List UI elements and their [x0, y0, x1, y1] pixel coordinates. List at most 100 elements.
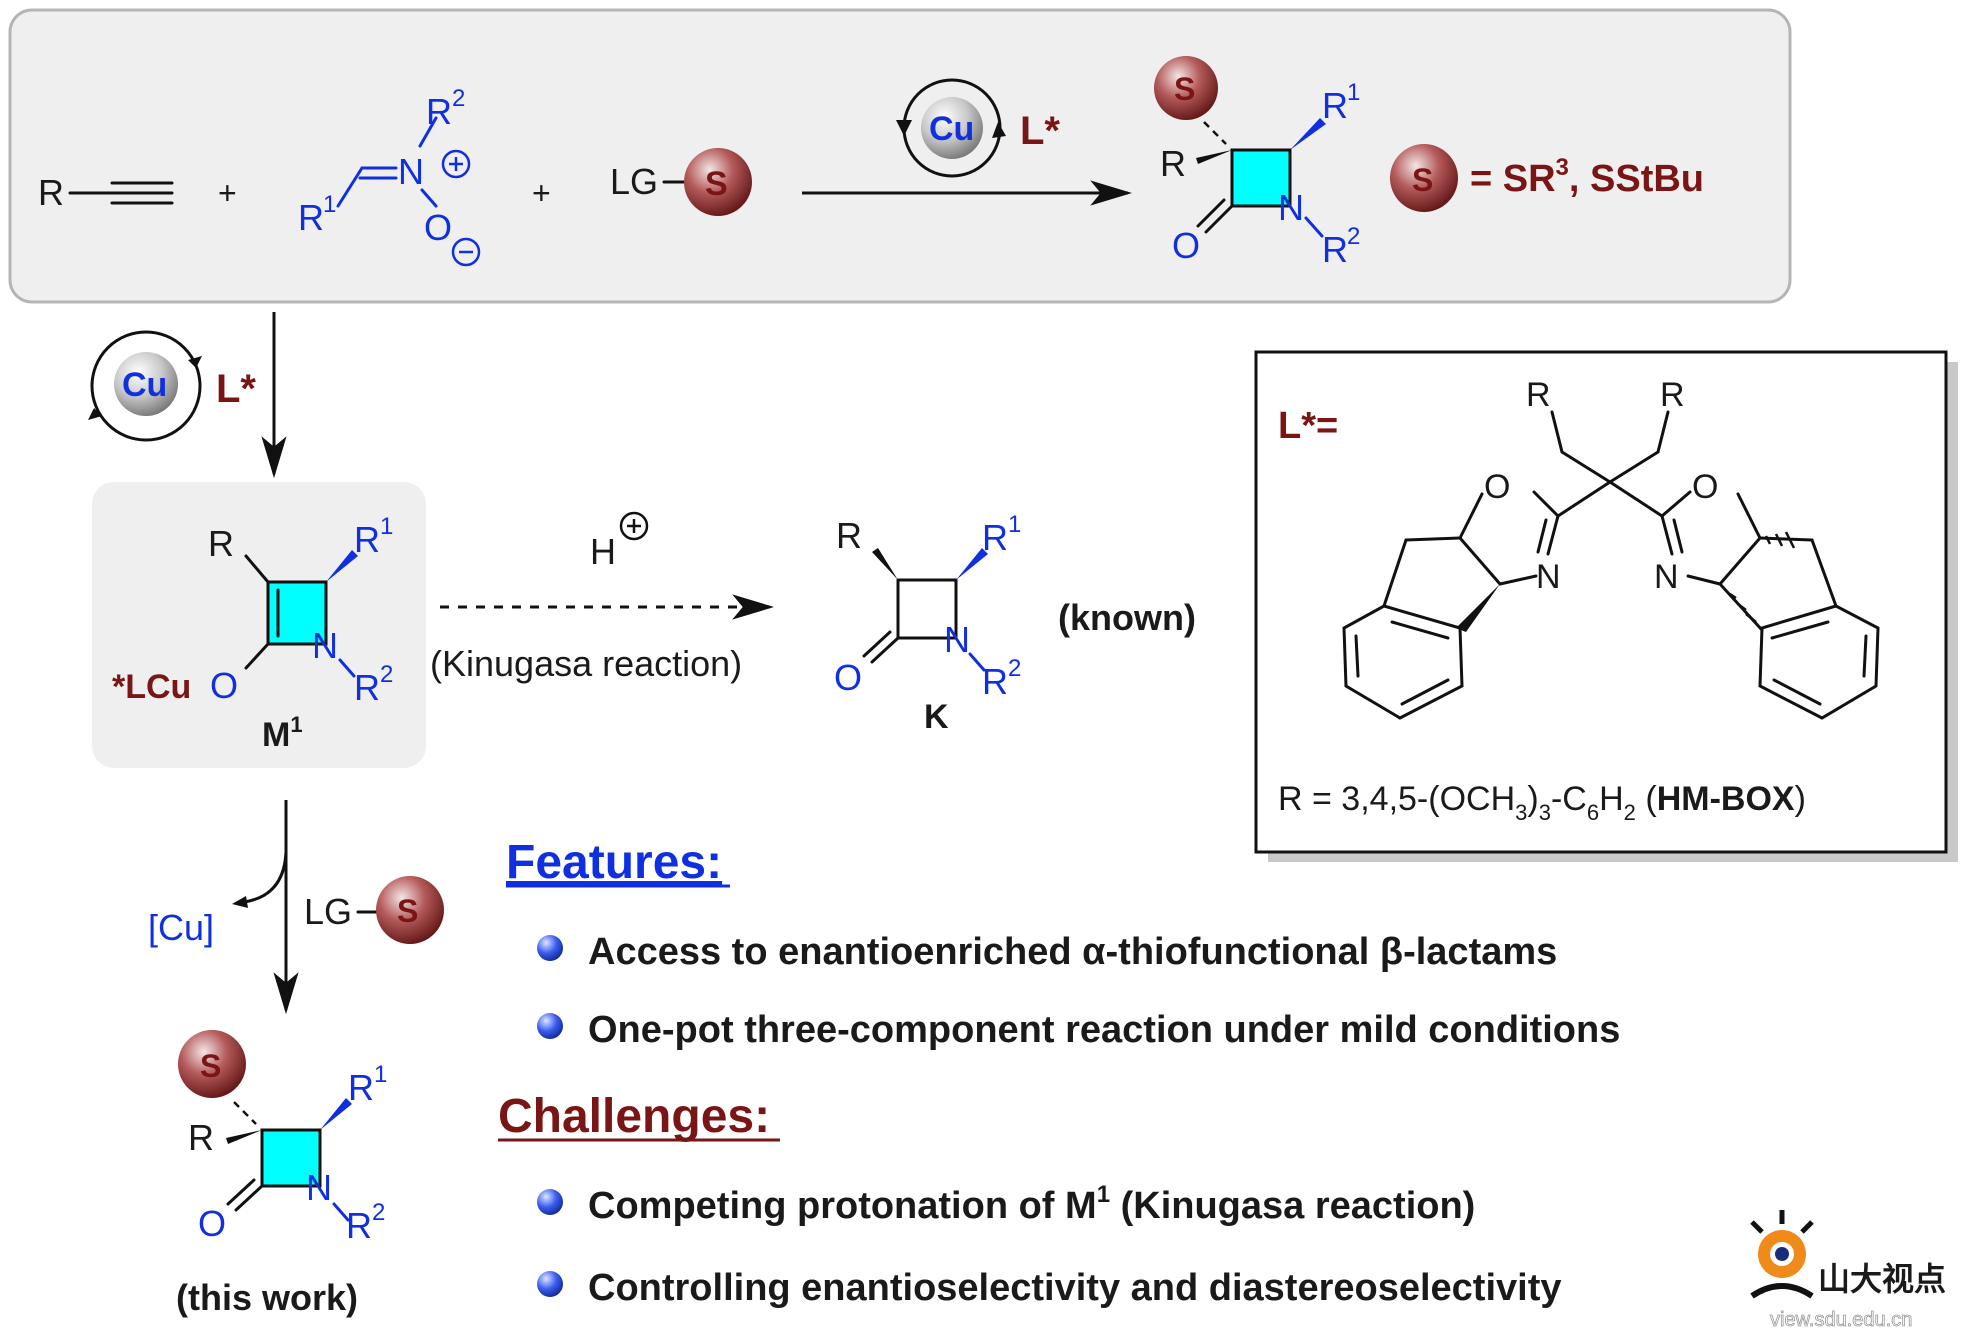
s-badge-label: S	[1412, 162, 1433, 198]
feature-item-2: One-pot three-component reaction under m…	[588, 1009, 1620, 1051]
product-o: O	[1172, 225, 1200, 266]
s-badge-label: S	[397, 893, 418, 929]
watermark-logo-icon	[1750, 1210, 1814, 1299]
tw-r1: R	[348, 1067, 374, 1108]
challenges-heading: Challenges:	[498, 1090, 770, 1143]
s-badge-icon	[1390, 144, 1458, 212]
s-badge-label: S	[200, 1048, 221, 1084]
s-definition: S = SR3, SStBu	[1390, 144, 1704, 212]
h-plus-label: H	[590, 531, 616, 572]
watermark-url: view.sdu.edu.cn	[1770, 1309, 1912, 1331]
k-o: O	[834, 657, 862, 698]
s-definition-text: = SR3, SStBu	[1470, 154, 1704, 200]
cu-sphere-icon	[114, 352, 178, 416]
nitrone: R 1 N R 2 O	[298, 85, 481, 267]
m1-o: O	[210, 665, 238, 706]
features-section: Features: Access to enantioenriched α-th…	[506, 836, 1620, 1051]
plus-sign-1: +	[218, 175, 237, 211]
m1-r2-sup: 2	[380, 661, 393, 688]
product-r: R	[1160, 143, 1186, 184]
s-badge-icon	[376, 876, 444, 944]
product-k: R R 1 N R 2 O K (known)	[834, 511, 1196, 736]
known-note: (known)	[1058, 597, 1196, 638]
ligand-r-right: R	[1660, 376, 1685, 414]
s-badge-icon	[178, 1030, 246, 1098]
challenges-section: Challenges: Competing protonation of M1 …	[498, 1090, 1562, 1309]
ligand-n-right: N	[1654, 558, 1679, 596]
cu-label: Cu	[122, 366, 167, 404]
nitrone-r2: R	[426, 91, 452, 132]
reaction-panel: R + R 1 N R 2 O + L	[8, 8, 1792, 304]
m1-r1: R	[354, 519, 380, 560]
m1-r1-sup: 1	[380, 513, 393, 540]
nitrone-n: N	[398, 151, 424, 192]
challenge-item-1: Competing protonation of M1 (Kinugasa re…	[588, 1181, 1475, 1227]
bullet-icon	[537, 1189, 563, 1215]
product-r1: R	[1322, 85, 1348, 126]
m1-label: M1	[262, 712, 303, 754]
k-label: K	[924, 698, 949, 736]
m1-n: N	[312, 625, 338, 666]
intermediate-m1: R R 1 N R 2 *LCu O M1	[92, 482, 426, 768]
k-r: R	[836, 515, 862, 556]
kinugasa-label: (Kinugasa reaction)	[430, 643, 742, 684]
feature-item-1: Access to enantioenriched α-thiofunction…	[588, 931, 1557, 973]
product-this-work: S R R 1 N R 2 O (this work)	[176, 1030, 387, 1318]
cu-label: Cu	[929, 110, 974, 148]
lg-label-2: LG	[304, 891, 352, 932]
cu-catalyst-arrow-down: Cu L*	[88, 312, 287, 479]
ligand-r-left: R	[1526, 376, 1551, 414]
ligand-label: L*	[1020, 109, 1060, 153]
s-badge-icon	[1154, 56, 1218, 120]
product-n: N	[1278, 187, 1304, 228]
k-r2-sup: 2	[1008, 655, 1021, 682]
plus-sign-2: +	[532, 175, 551, 211]
product-r1-sup: 1	[1347, 79, 1360, 106]
alkyne-r-label: R	[38, 172, 64, 213]
s-badge-label: S	[1174, 71, 1195, 107]
watermark: 山大视点 view.sdu.edu.cn	[1750, 1210, 1946, 1331]
ligand-o-left: O	[1484, 468, 1510, 506]
m1-r: R	[208, 523, 234, 564]
cu-leaving-label: [Cu]	[148, 907, 214, 948]
nitrone-r1-sup: 1	[323, 191, 336, 218]
features-heading: Features:	[506, 836, 722, 889]
challenge-item-2: Controlling enantioselectivity and diast…	[588, 1267, 1562, 1309]
tw-r2: R	[346, 1205, 372, 1246]
this-work-caption: (this work)	[176, 1277, 358, 1318]
ligand-o-right: O	[1692, 468, 1718, 506]
ligand-box: L*= R R O N O N	[1254, 350, 1958, 862]
tw-r: R	[188, 1117, 214, 1158]
s-badge-icon	[684, 148, 752, 216]
kinugasa-arrow: H (Kinugasa reaction)	[430, 511, 775, 684]
nitrone-r1: R	[298, 197, 324, 238]
tw-n: N	[306, 1167, 332, 1208]
tw-r1-sup: 1	[374, 1061, 387, 1088]
lg-s-reagent: LG S	[610, 148, 752, 216]
ligand-n-left: N	[1536, 558, 1561, 596]
alkyne: R	[38, 172, 174, 213]
ligand-label: L*	[216, 367, 256, 411]
product-r2-sup: 2	[1347, 223, 1360, 250]
tw-o: O	[198, 1203, 226, 1244]
this-work-arrow: [Cu] LG S	[148, 800, 444, 1015]
k-r1-sup: 1	[1008, 511, 1021, 538]
m1-lcu: *LCu	[112, 668, 191, 706]
ligand-caption: R = 3,4,5-(OCH3)3-C6H2 (HM-BOX)	[1278, 780, 1806, 825]
nitrone-r2-sup: 2	[452, 85, 465, 112]
k-r1: R	[982, 517, 1008, 558]
m1-r2: R	[354, 667, 380, 708]
cu-sphere-icon	[921, 97, 983, 159]
tw-r2-sup: 2	[372, 1199, 385, 1226]
bullet-icon	[537, 935, 563, 961]
product-r2: R	[1322, 229, 1348, 270]
lg-label: LG	[610, 161, 658, 202]
ligand-def-label: L*=	[1278, 405, 1338, 447]
k-r2: R	[982, 661, 1008, 702]
bullet-icon	[537, 1271, 563, 1297]
main-reaction-arrow: Cu L*	[802, 78, 1133, 206]
product-beta-lactam-top: S R R 1 N R 2 O	[1154, 56, 1360, 270]
k-n: N	[944, 619, 970, 660]
s-badge-label: S	[705, 165, 728, 203]
nitrone-o: O	[424, 207, 452, 248]
